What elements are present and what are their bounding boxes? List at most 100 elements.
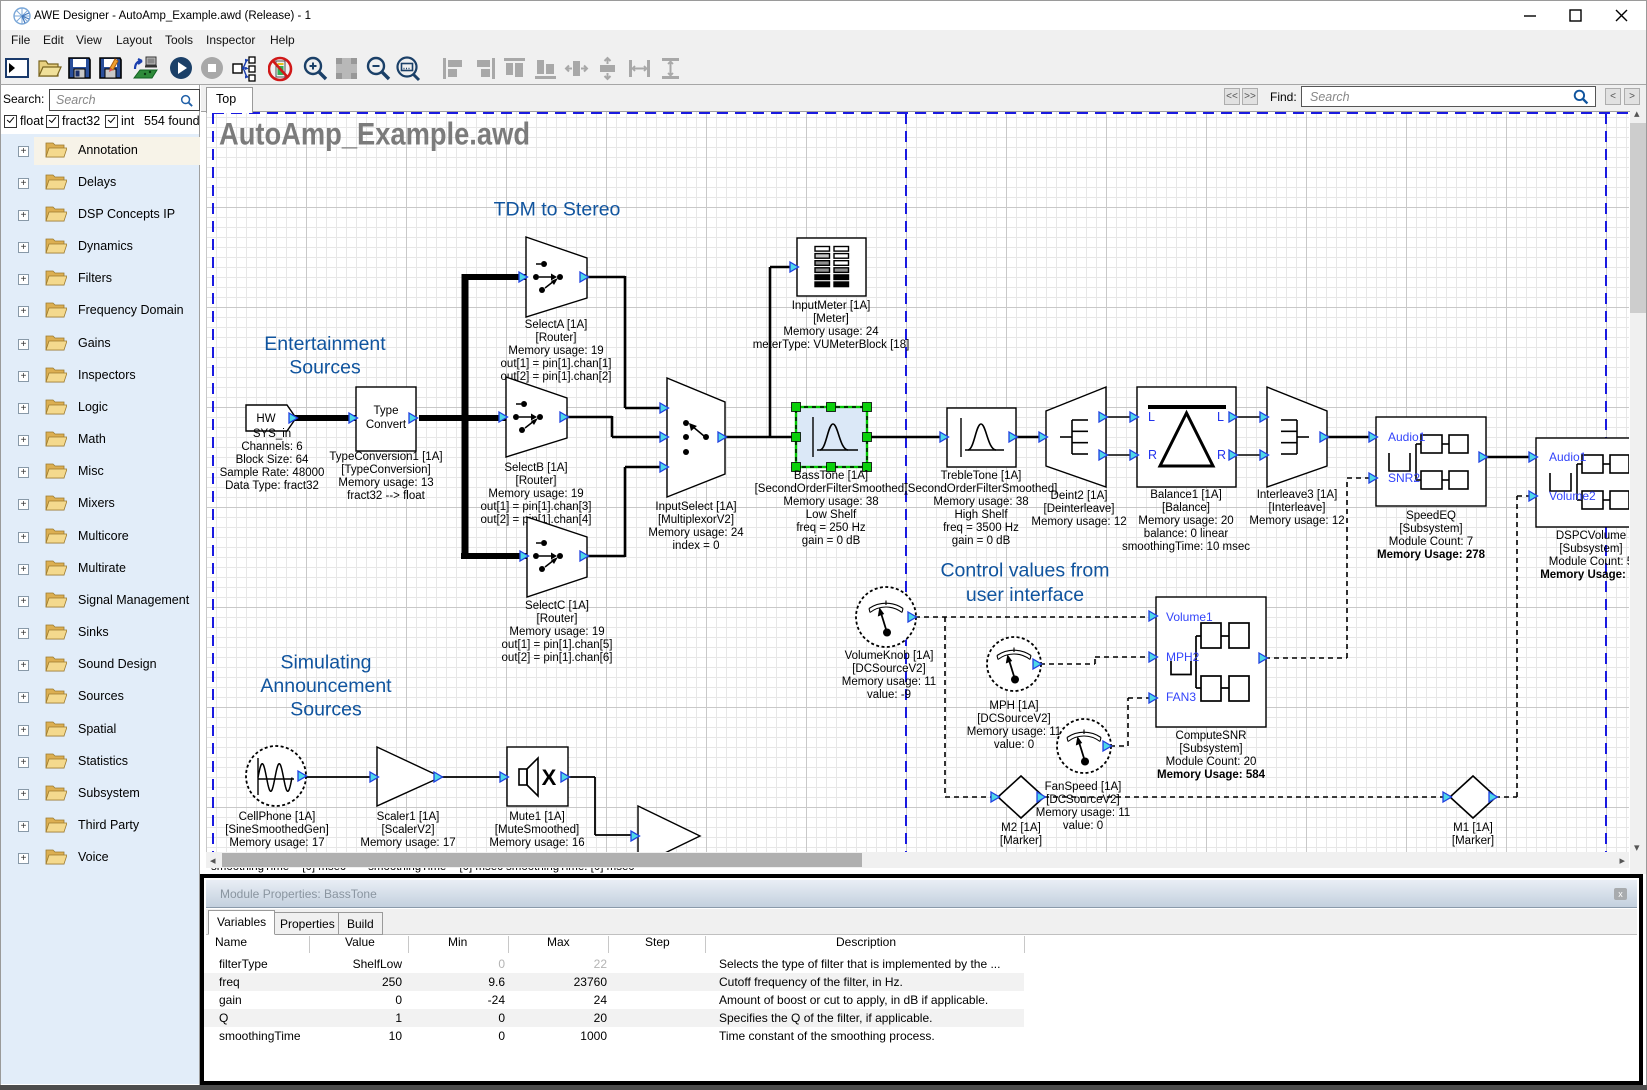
svg-text:[DCSourceV2]: [DCSourceV2] — [1046, 794, 1120, 806]
svg-text:out[1] = pin[1].chan[3]: out[1] = pin[1].chan[3] — [481, 501, 592, 513]
svg-text:Memory usage: 38: Memory usage: 38 — [933, 496, 1028, 508]
svg-text:out[1] = pin[1].chan[1]: out[1] = pin[1].chan[1] — [501, 358, 612, 370]
svg-text:DSPCVolume: DSPCVolume — [1556, 530, 1626, 542]
svg-text:[Interleave]: [Interleave] — [1269, 502, 1326, 514]
svg-text:Memory usage: 16: Memory usage: 16 — [489, 837, 584, 849]
svg-text:SNR2: SNR2 — [1388, 471, 1420, 485]
svg-text:SYS_in: SYS_in — [253, 428, 291, 440]
svg-text:L: L — [1217, 410, 1224, 424]
svg-text:[Deinterleave]: [Deinterleave] — [1044, 503, 1115, 515]
svg-text:Memory usage: 20: Memory usage: 20 — [1138, 515, 1233, 527]
svg-text:M1 [1A]: M1 [1A] — [1453, 822, 1493, 834]
svg-text:ComputeSNR: ComputeSNR — [1176, 730, 1247, 742]
svg-text:Module Count: 7: Module Count: 7 — [1389, 536, 1473, 548]
svg-text:[MuteSmoothed]: [MuteSmoothed] — [495, 824, 579, 836]
svg-text:Low Shelf: Low Shelf — [806, 509, 857, 521]
svg-text:out[2] = pin[1].chan[2]: out[2] = pin[1].chan[2] — [501, 371, 612, 383]
svg-text:[Subsystem]: [Subsystem] — [1179, 743, 1242, 755]
svg-text:[Subsystem]: [Subsystem] — [1559, 543, 1622, 555]
svg-text:Scaler1 [1A]: Scaler1 [1A] — [377, 811, 440, 823]
svg-text:[MultiplexorV2]: [MultiplexorV2] — [658, 514, 734, 526]
svg-text:InputSelect [1A]: InputSelect [1A] — [655, 501, 736, 513]
svg-text:Memory usage: 24: Memory usage: 24 — [648, 527, 744, 539]
svg-text:Block Size: 64: Block Size: 64 — [236, 454, 309, 466]
svg-text:FAN3: FAN3 — [1166, 690, 1196, 704]
svg-text:Memory usage: 12: Memory usage: 12 — [1031, 516, 1126, 528]
svg-text:SelectB [1A]: SelectB [1A] — [504, 462, 567, 474]
svg-text:R: R — [1148, 448, 1157, 462]
svg-text:[Marker]: [Marker] — [1000, 835, 1042, 847]
svg-text:[Marker]: [Marker] — [1452, 835, 1494, 847]
svg-text:Simulating: Simulating — [280, 652, 371, 674]
svg-text:M2 [1A]: M2 [1A] — [1001, 822, 1041, 834]
svg-text:smoothingTime: 10 msec: smoothingTime: 10 msec — [1122, 541, 1250, 553]
svg-text:Memory usage: 13: Memory usage: 13 — [338, 477, 433, 489]
svg-text:SelectC [1A]: SelectC [1A] — [525, 600, 589, 612]
svg-text:Convert: Convert — [366, 419, 407, 431]
svg-text:[Router]: [Router] — [537, 613, 578, 625]
svg-text:freq = 250 Hz: freq = 250 Hz — [796, 522, 866, 534]
svg-text:gain = 0 dB: gain = 0 dB — [952, 535, 1011, 547]
svg-text:Module Count: 20: Module Count: 20 — [1166, 756, 1257, 768]
svg-text:Sources: Sources — [290, 699, 362, 721]
svg-text:Memory Usage: 278: Memory Usage: 278 — [1377, 549, 1486, 561]
svg-text:Audio1: Audio1 — [1549, 450, 1587, 464]
svg-text:[SecondOrderFilterSmoothed]: [SecondOrderFilterSmoothed] — [755, 483, 908, 495]
svg-text:TDM to Stereo: TDM to Stereo — [494, 199, 621, 221]
svg-text:[ScalerV2]: [ScalerV2] — [381, 824, 434, 836]
svg-text:FanSpeed [1A]: FanSpeed [1A] — [1045, 781, 1122, 793]
svg-text:Interleave3 [1A]: Interleave3 [1A] — [1257, 489, 1338, 501]
svg-text:[DCSourceV2]: [DCSourceV2] — [977, 713, 1051, 725]
svg-text:Deint2 [1A]: Deint2 [1A] — [1051, 490, 1108, 502]
svg-text:gain = 0 dB: gain = 0 dB — [802, 535, 861, 547]
svg-text:Type: Type — [374, 405, 399, 417]
svg-text:BassTone [1A]: BassTone [1A] — [794, 470, 868, 482]
svg-text:Volume2: Volume2 — [1549, 489, 1596, 503]
svg-text:Audio1: Audio1 — [1388, 430, 1426, 444]
svg-text:[SineSmoothedGen]: [SineSmoothedGen] — [225, 824, 329, 836]
svg-text:out[2] = pin[1].chan[6]: out[2] = pin[1].chan[6] — [502, 652, 613, 664]
svg-text:Memory usage: 17: Memory usage: 17 — [229, 837, 324, 849]
svg-text:Sources: Sources — [289, 357, 361, 379]
svg-text:Memory usage: 19: Memory usage: 19 — [508, 345, 603, 357]
svg-text:Memory usage: 38: Memory usage: 38 — [783, 496, 878, 508]
svg-text:SelectA [1A]: SelectA [1A] — [525, 319, 588, 331]
svg-text:SpeedEQ: SpeedEQ — [1406, 510, 1456, 522]
svg-text:Control values from: Control values from — [940, 560, 1109, 582]
svg-text:Sample Rate: 48000: Sample Rate: 48000 — [220, 467, 325, 479]
svg-text:Memory usage: 19: Memory usage: 19 — [488, 488, 583, 500]
svg-text:R: R — [1217, 448, 1226, 462]
svg-text:Volume1: Volume1 — [1166, 610, 1213, 624]
svg-text:Balance1 [1A]: Balance1 [1A] — [1150, 489, 1222, 501]
svg-text:[DCSourceV2]: [DCSourceV2] — [852, 663, 926, 675]
svg-text:[Router]: [Router] — [536, 332, 577, 344]
svg-text:HW: HW — [256, 413, 275, 425]
svg-text:VolumeKnob [1A]: VolumeKnob [1A] — [845, 650, 934, 662]
svg-text:[SecondOrderFilterSmoothed]: [SecondOrderFilterSmoothed] — [905, 483, 1058, 495]
svg-text:Memory usage: 12: Memory usage: 12 — [1249, 515, 1344, 527]
svg-text:Memory usage: 17: Memory usage: 17 — [360, 837, 455, 849]
svg-text:AutoAmp_Example.awd: AutoAmp_Example.awd — [219, 116, 530, 152]
svg-text:X: X — [542, 765, 557, 790]
svg-text:Memory usage: 11: Memory usage: 11 — [1036, 807, 1130, 819]
svg-text:Memory usage: 11: Memory usage: 11 — [842, 676, 936, 688]
svg-text:value: -9: value: -9 — [867, 689, 911, 701]
svg-text:meterType: VUMeterBlock [18]: meterType: VUMeterBlock [18] — [753, 339, 910, 351]
svg-text:value: 0: value: 0 — [994, 739, 1034, 751]
svg-text:MPH [1A]: MPH [1A] — [989, 700, 1038, 712]
svg-text:Entertainment: Entertainment — [264, 333, 386, 355]
svg-text:index = 0: index = 0 — [673, 540, 720, 552]
svg-text:Memory Usage: 584: Memory Usage: 584 — [1157, 769, 1266, 781]
svg-text:[Router]: [Router] — [516, 475, 557, 487]
svg-text:High Shelf: High Shelf — [954, 509, 1008, 521]
svg-text:value: 0: value: 0 — [1063, 820, 1103, 832]
svg-text:L: L — [1148, 410, 1155, 424]
svg-text:TrebleTone [1A]: TrebleTone [1A] — [941, 470, 1022, 482]
svg-text:TypeConversion1 [1A]: TypeConversion1 [1A] — [329, 451, 442, 463]
svg-text:user interface: user interface — [966, 584, 1084, 606]
svg-text:[Subsystem]: [Subsystem] — [1399, 523, 1462, 535]
svg-text:Module Count: 5: Module Count: 5 — [1549, 556, 1629, 568]
svg-text:freq = 3500 Hz: freq = 3500 Hz — [943, 522, 1019, 534]
svg-text:InputMeter [1A]: InputMeter [1A] — [792, 300, 871, 312]
svg-text:[Balance]: [Balance] — [1162, 502, 1210, 514]
